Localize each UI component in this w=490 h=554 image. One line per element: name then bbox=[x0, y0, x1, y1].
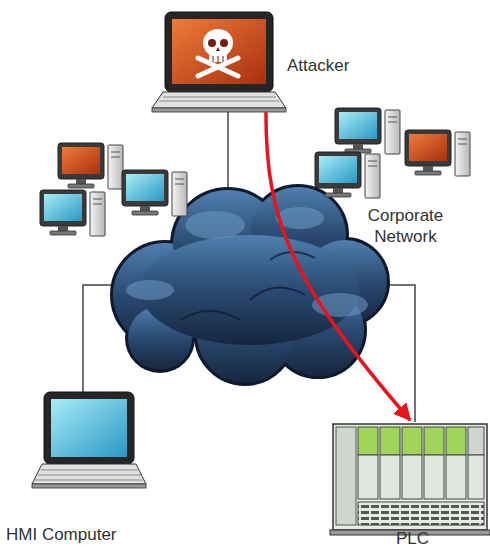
attack-arrow bbox=[266, 112, 410, 420]
hmi-laptop: HMI Computer bbox=[30, 390, 148, 490]
network-label: Corporate Network bbox=[348, 205, 463, 247]
node-label: Attacker bbox=[287, 55, 349, 76]
node-label: HMI Computer bbox=[6, 524, 117, 545]
attacker-laptop: Attacker bbox=[150, 10, 288, 114]
plc-rack: PLC bbox=[330, 422, 490, 536]
node-label: PLC bbox=[396, 528, 429, 549]
